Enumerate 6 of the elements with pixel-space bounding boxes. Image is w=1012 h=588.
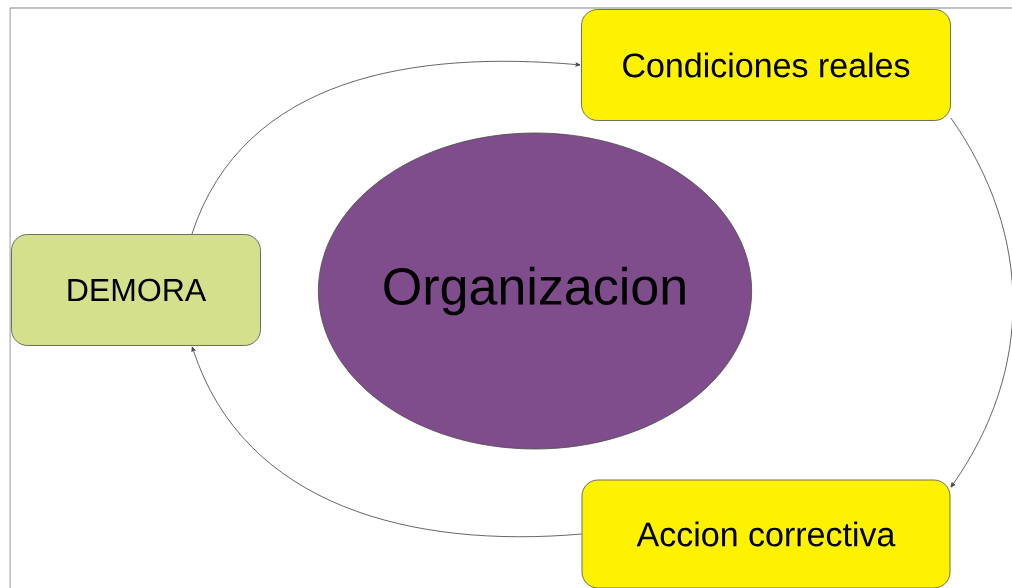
label-box: Accion correctiva xyxy=(581,479,951,588)
label-box: Condiciones reales xyxy=(581,9,951,121)
label-box: DEMORA xyxy=(11,234,261,346)
curved-arrow xyxy=(191,60,581,235)
curved-arrow xyxy=(191,346,582,537)
curved-arrow xyxy=(950,117,1012,488)
